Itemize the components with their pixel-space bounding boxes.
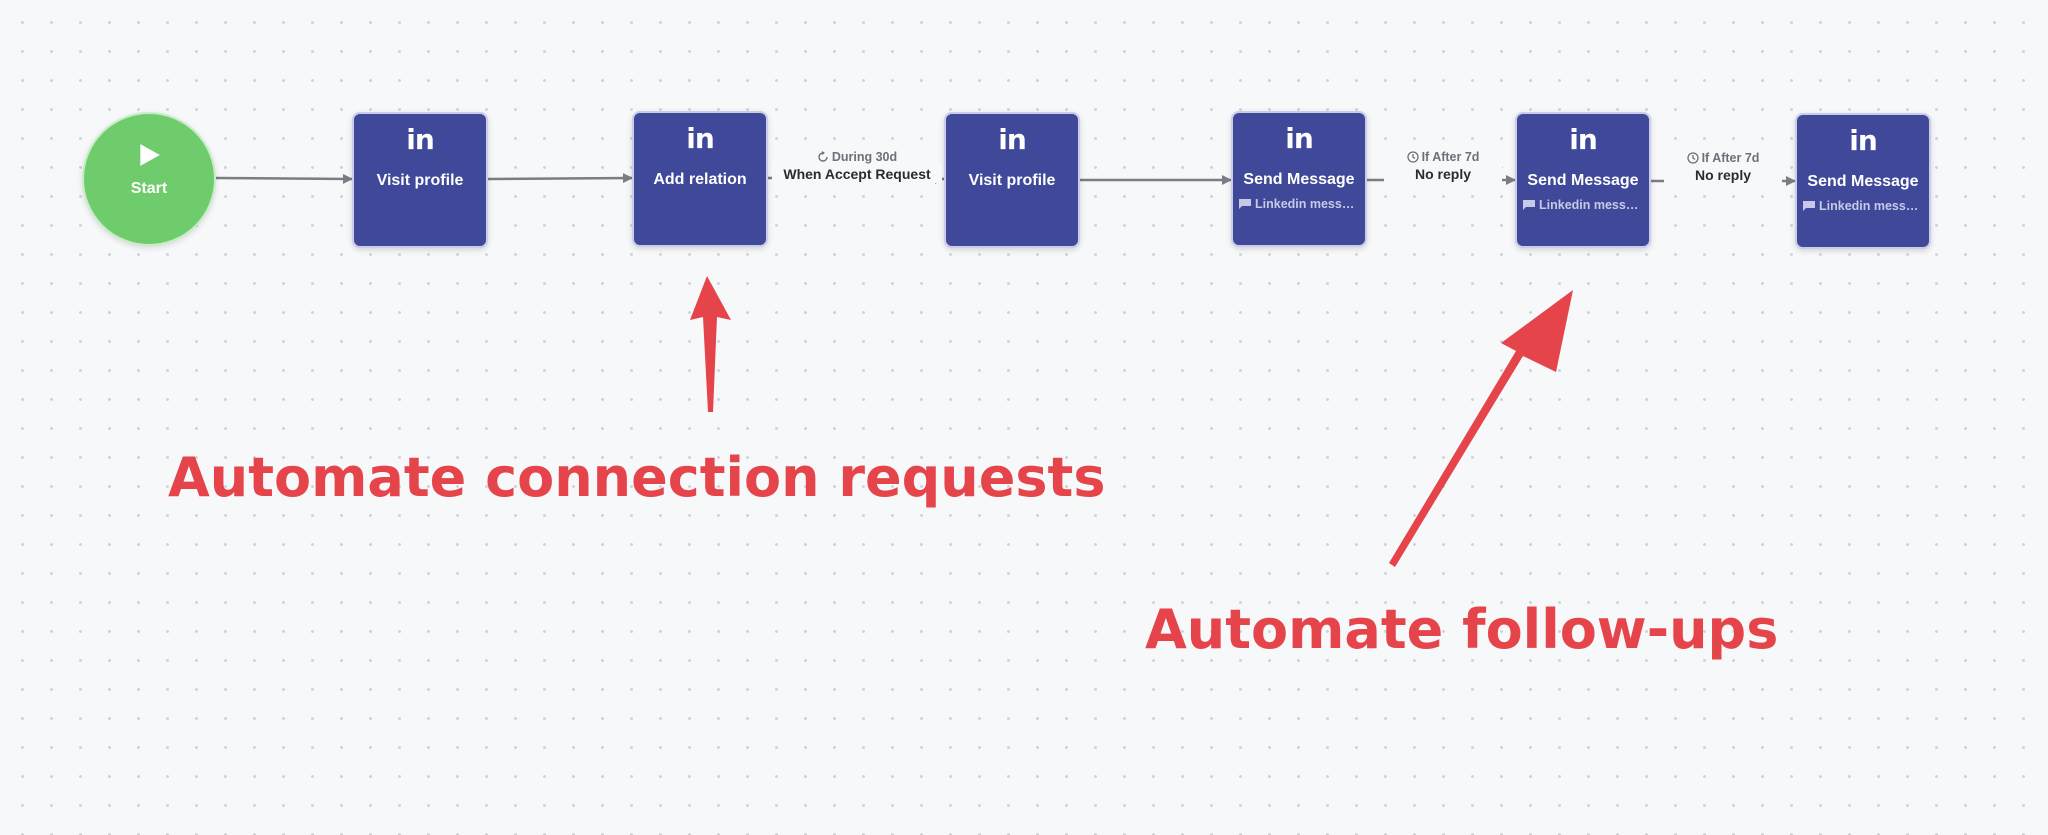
annotation-arrow-follow-ups: [1389, 290, 1573, 567]
linkedin-icon: in: [1569, 123, 1598, 156]
clock-icon: [1406, 151, 1419, 163]
step-title: Visit profile: [968, 172, 1056, 189]
edge-condition: If After 7d: [1384, 149, 1502, 165]
clock-icon: [1686, 152, 1699, 164]
edge-condition-text: If After 7d: [1421, 150, 1480, 164]
step-send-message-1[interactable]: in Send Message Linkedin messa...: [1231, 111, 1367, 247]
linkedin-icon: in: [1285, 122, 1314, 155]
annotation-connection-requests: Automate connection requests: [168, 446, 1106, 509]
edge-add-relation-to-visit-profile[interactable]: [767, 173, 945, 184]
annotation-arrow-connection: [690, 276, 731, 412]
step-send-message-2[interactable]: in Send Message Linkedin messa...: [1515, 112, 1651, 248]
start-label: Start: [130, 180, 168, 197]
edge-condition-text: During 30d: [831, 150, 898, 164]
step-title: Send Message: [1527, 172, 1639, 189]
edge-label-text: No reply: [1384, 165, 1502, 183]
refresh-icon: [818, 151, 828, 162]
linkedin-icon: in: [1849, 124, 1878, 157]
step-title: Send Message: [1243, 171, 1355, 188]
edge-condition-text: If After 7d: [1701, 151, 1760, 165]
edge-condition: During 30d: [772, 149, 942, 165]
step-send-message-3[interactable]: in Send Message Linkedin messa...: [1795, 113, 1931, 249]
step-title: Visit profile: [376, 172, 464, 189]
step-title: Add relation: [653, 171, 747, 188]
step-title: Send Message: [1807, 173, 1919, 190]
edge-label-no-reply-1: If After 7d No reply: [1384, 149, 1502, 183]
message-icon: [1523, 200, 1535, 210]
step-subtitle: Linkedin messa...: [1239, 197, 1359, 211]
step-subtitle-text: Linkedin messa...: [1255, 197, 1359, 211]
edge-label-text: When Accept Request: [772, 165, 942, 183]
step-visit-profile-1[interactable]: in Visit profile: [352, 112, 488, 248]
step-add-relation[interactable]: in Add relation: [632, 111, 768, 247]
step-subtitle-text: Linkedin messa...: [1819, 199, 1923, 213]
edge-condition: If After 7d: [1664, 150, 1782, 166]
message-icon: [1239, 199, 1251, 209]
message-icon: [1803, 201, 1815, 211]
start-node[interactable]: Start: [82, 112, 216, 246]
step-subtitle: Linkedin messa...: [1523, 198, 1643, 212]
edge-visit-profile-to-add-relation[interactable]: [487, 173, 633, 184]
annotation-follow-ups: Automate follow-ups: [1145, 598, 1779, 661]
step-subtitle: Linkedin messa...: [1803, 199, 1923, 213]
linkedin-icon: in: [686, 122, 715, 155]
step-subtitle-text: Linkedin messa...: [1539, 198, 1643, 212]
linkedin-icon: in: [406, 123, 435, 156]
edge-label-no-reply-2: If After 7d No reply: [1664, 150, 1782, 184]
play-icon: [140, 144, 160, 166]
edge-label-text: No reply: [1664, 166, 1782, 184]
linkedin-icon: in: [998, 123, 1027, 156]
edge-start-to-visit-profile[interactable]: [215, 173, 353, 184]
edge-label-when-accept-request: During 30d When Accept Request: [772, 149, 942, 183]
step-visit-profile-2[interactable]: in Visit profile: [944, 112, 1080, 248]
